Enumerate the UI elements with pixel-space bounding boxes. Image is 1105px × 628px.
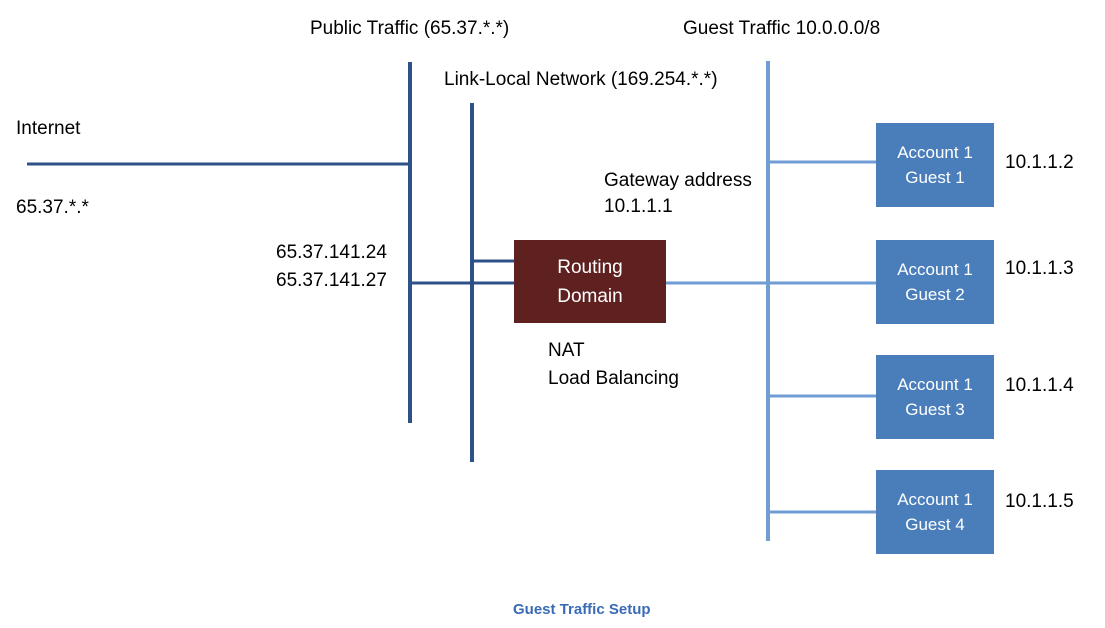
guest-traffic-header: Guest Traffic 10.0.0.0/8 bbox=[683, 18, 881, 39]
guest-3-name: Guest 3 bbox=[905, 400, 965, 419]
guest-1-name: Guest 1 bbox=[905, 168, 965, 187]
nat-label: NAT bbox=[548, 340, 585, 361]
guest-2-account: Account 1 bbox=[897, 260, 973, 279]
guest-box-4[interactable]: Account 1 Guest 4 bbox=[876, 470, 994, 554]
guest-4-name: Guest 4 bbox=[905, 515, 965, 534]
diagram-caption: Guest Traffic Setup bbox=[513, 601, 651, 618]
gateway-ip-label: 10.1.1.1 bbox=[604, 196, 673, 217]
guest-4-ip: 10.1.1.5 bbox=[1005, 491, 1074, 512]
routing-domain-box[interactable]: Routing Domain bbox=[514, 240, 666, 323]
public-ip-1-label: 65.37.141.24 bbox=[276, 242, 387, 263]
link-local-header: Link-Local Network (169.254.*.*) bbox=[444, 69, 718, 90]
guest-1-account: Account 1 bbox=[897, 143, 973, 162]
internet-label: Internet bbox=[16, 118, 81, 139]
guest-box-1[interactable]: Account 1 Guest 1 bbox=[876, 123, 994, 207]
guest-3-account: Account 1 bbox=[897, 375, 973, 394]
load-balancing-label: Load Balancing bbox=[548, 368, 679, 389]
internet-subnet-label: 65.37.*.* bbox=[16, 197, 89, 218]
guest-3-ip: 10.1.1.4 bbox=[1005, 375, 1074, 396]
routing-domain-line-1: Routing bbox=[557, 256, 623, 278]
gateway-address-label: Gateway address bbox=[604, 170, 752, 191]
routing-domain-line-2: Domain bbox=[557, 285, 623, 307]
public-traffic-header: Public Traffic (65.37.*.*) bbox=[310, 18, 510, 39]
guest-1-ip: 10.1.1.2 bbox=[1005, 152, 1074, 173]
guest-4-account: Account 1 bbox=[897, 490, 973, 509]
guest-box-2[interactable]: Account 1 Guest 2 bbox=[876, 240, 994, 324]
guest-box-3[interactable]: Account 1 Guest 3 bbox=[876, 355, 994, 439]
guest-2-ip: 10.1.1.3 bbox=[1005, 258, 1074, 279]
guest-2-name: Guest 2 bbox=[905, 285, 965, 304]
public-ip-2-label: 65.37.141.27 bbox=[276, 270, 387, 291]
